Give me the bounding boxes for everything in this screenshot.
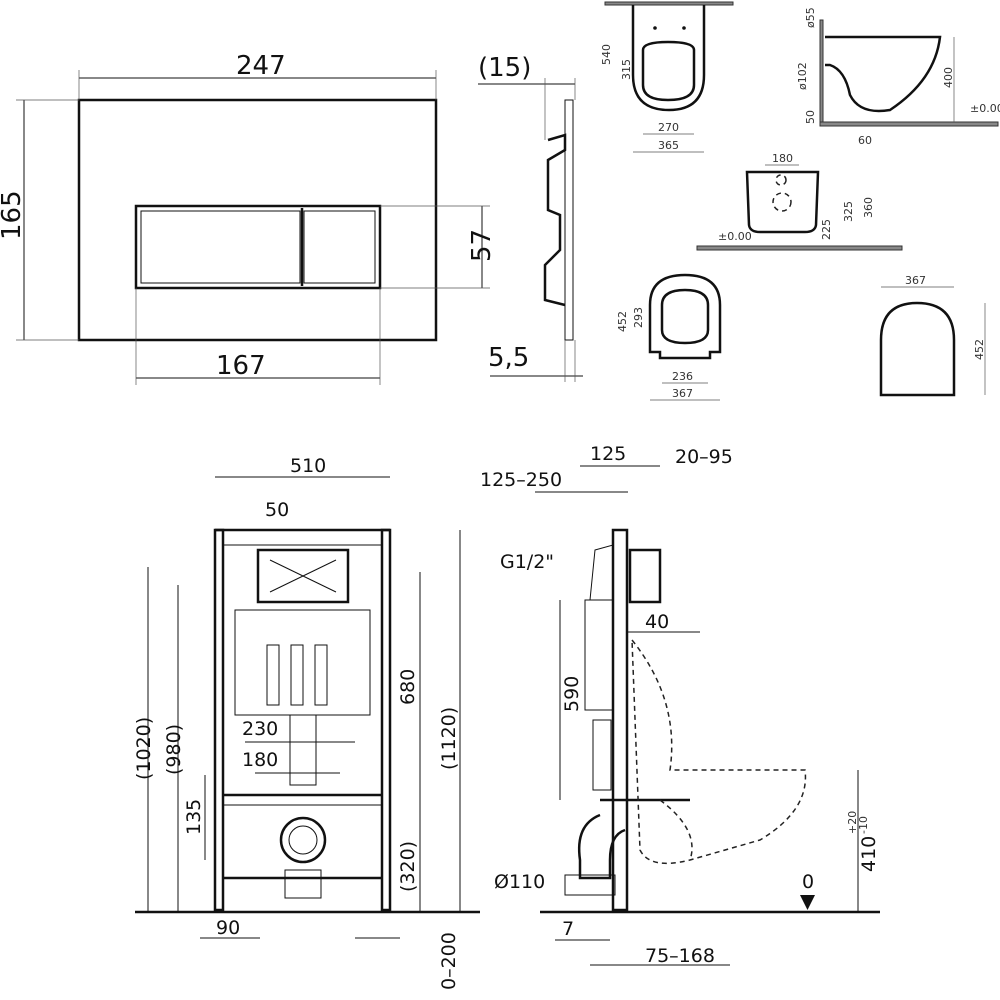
cover-width-label: 367 xyxy=(905,274,926,287)
pipe-diameter-label: Ø110 xyxy=(494,871,545,893)
bolt-spacing-label: 180 xyxy=(772,152,793,165)
flush-plate-side: (15) 5,5 xyxy=(478,53,583,382)
button-height-label: 57 xyxy=(467,229,497,262)
bowl-side-view: ø55 ø102 50 400 ±0.00 60 xyxy=(796,7,1000,147)
frame-width-label: 510 xyxy=(290,455,326,477)
frame-side-view: 125 20–95 125–250 G1/2" 40 590 Ø110 7 75… xyxy=(480,443,880,967)
bolt-width-230-label: 230 xyxy=(242,718,278,740)
height-320-label: (320) xyxy=(397,841,419,892)
seat-inner-label: 293 xyxy=(632,307,645,328)
bowl-length-label: 540 xyxy=(600,44,613,65)
outlet-offset-label: 60 xyxy=(858,134,872,147)
back-height-325-label: 325 xyxy=(842,201,855,222)
height-980-label: (980) xyxy=(163,724,185,775)
back-height-225-label: 225 xyxy=(820,219,833,240)
seat-inner-width-label: 236 xyxy=(672,370,693,383)
depth-20-95-label: 20–95 xyxy=(675,446,733,468)
frame-front-view: 510 50 (1020) (980) 680 (1120) 230 180 1… xyxy=(133,455,480,990)
depth-125-label: 125 xyxy=(590,443,626,465)
height-590-label: 590 xyxy=(561,676,583,712)
depth-125-250-label: 125–250 xyxy=(480,469,562,491)
height-135-label: 135 xyxy=(183,799,205,835)
foot-width-label: 90 xyxy=(216,917,240,939)
floor-zero-label: 0 xyxy=(802,871,814,893)
height-680-label: 680 xyxy=(397,669,419,705)
outlet-diameter-102-label: ø102 xyxy=(796,62,809,90)
height-1020-label: (1020) xyxy=(133,717,155,780)
inlet-offset-label: 50 xyxy=(265,499,289,521)
bowl-width-label: 365 xyxy=(658,139,679,152)
seat-width-label: 367 xyxy=(672,387,693,400)
flush-plate-front: 247 165 57 167 xyxy=(0,51,497,385)
bowl-top-view: 540 315 270 365 xyxy=(600,1,734,153)
bowl-height-410-label: 410 xyxy=(858,836,880,872)
back-height-360-label: 360 xyxy=(862,197,875,218)
tolerance-plus-label: +20 xyxy=(846,811,859,834)
cover-length-label: 452 xyxy=(973,339,986,360)
depth-7-label: 7 xyxy=(562,918,574,940)
seat-length-label: 452 xyxy=(616,311,629,332)
plate-height-label: 165 xyxy=(0,190,27,240)
depth-75-168-label: 75–168 xyxy=(645,945,715,967)
plate-depth-label: (15) xyxy=(478,53,531,83)
bolt-width-180-label: 180 xyxy=(242,749,278,771)
outlet-height-label: 50 xyxy=(804,110,817,124)
button-width-label: 167 xyxy=(216,351,266,381)
bowl-inner-width-label: 270 xyxy=(658,121,679,134)
bowl-side-zero-label: ±0.00 xyxy=(970,102,1000,115)
bowl-back-zero-label: ±0.00 xyxy=(718,230,752,243)
bowl-inner-label: 315 xyxy=(620,59,633,80)
height-1120-label: (1120) xyxy=(438,707,460,770)
bowl-height-label: 400 xyxy=(942,67,955,88)
leg-adjust-label: 0–200 xyxy=(438,932,460,990)
depth-40-label: 40 xyxy=(645,611,669,633)
seat-view: 452 293 236 367 xyxy=(616,273,722,401)
cover-view: 367 452 xyxy=(879,274,986,397)
plate-thickness-label: 5,5 xyxy=(488,343,529,373)
tolerance-minus-label: -10 xyxy=(857,816,870,834)
water-inlet-thread-label: G1/2" xyxy=(500,551,554,573)
plate-width-label: 247 xyxy=(236,51,286,81)
bowl-back-view: 180 225 325 360 ±0.00 xyxy=(696,152,903,251)
outlet-diameter-55-label: ø55 xyxy=(804,7,817,28)
